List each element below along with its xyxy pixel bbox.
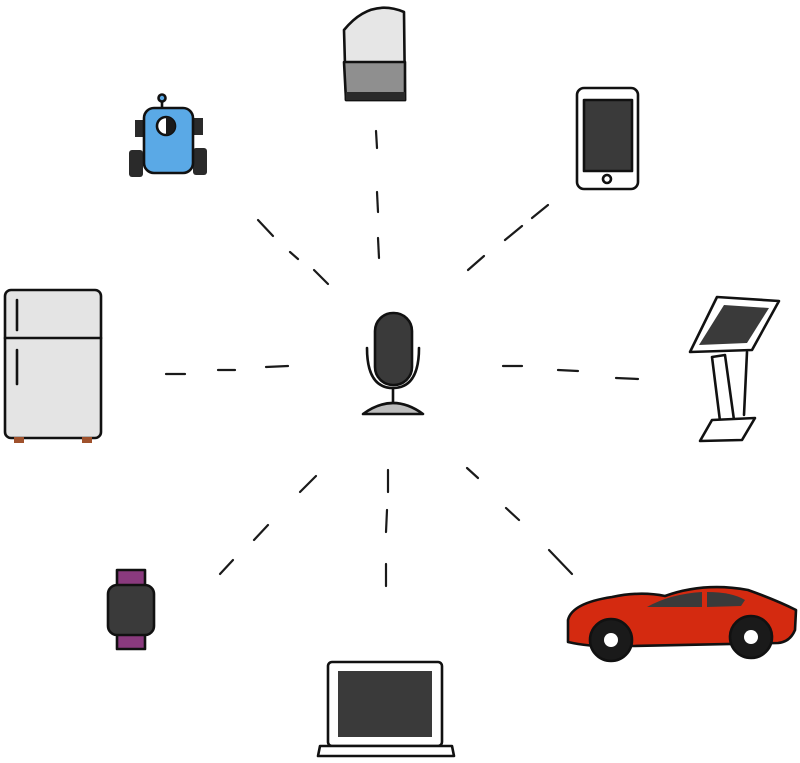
connector-smartwatch	[218, 474, 318, 576]
connector-refrigerator	[164, 364, 290, 376]
connector-car	[465, 466, 574, 576]
connector-robot	[256, 218, 330, 286]
laptop-icon	[316, 660, 456, 758]
smart-speaker-icon	[342, 6, 407, 102]
smartwatch-icon	[106, 568, 156, 651]
connector-laptop	[384, 468, 390, 588]
refrigerator-icon	[3, 288, 103, 443]
connector-kiosk	[501, 364, 640, 381]
smartphone-icon	[575, 86, 640, 191]
connector-lines	[164, 129, 640, 588]
car-icon	[566, 585, 798, 663]
kiosk-icon	[688, 295, 781, 443]
robot-icon	[129, 93, 207, 177]
connector-smartphone	[466, 203, 550, 272]
connector-speaker	[374, 129, 381, 260]
microphone-icon	[361, 311, 425, 416]
